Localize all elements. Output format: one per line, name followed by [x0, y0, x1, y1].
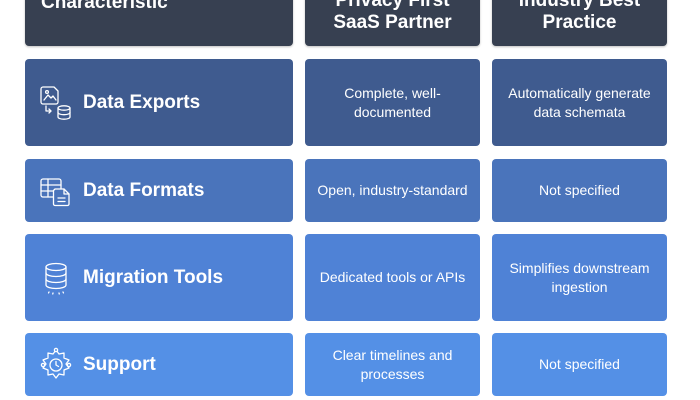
row-support-partner-text: Clear timelines and processes	[332, 347, 453, 382]
data-exports-icon	[37, 83, 75, 123]
header-practice-line1: Industry Best	[518, 0, 641, 11]
header-partner: Privacy First SaaS Partner	[305, 0, 480, 46]
row-migration-tools-partner: Dedicated tools or APIs	[305, 234, 480, 321]
row-data-formats-label: Data Formats	[83, 179, 205, 201]
migration-database-icon	[37, 258, 75, 298]
row-data-formats-practice-text: Not specified	[539, 182, 620, 199]
header-partner-line1: Privacy First	[335, 0, 450, 11]
header-partner-line2: SaaS Partner	[333, 12, 452, 33]
row-support-practice: Not specified	[492, 333, 667, 396]
row-migration-tools-label: Migration Tools	[83, 266, 224, 288]
header-practice-line2: Practice	[542, 12, 617, 33]
row-data-formats-practice: Not specified	[492, 159, 667, 222]
row-data-formats-partner: Open, industry-standard	[305, 159, 480, 222]
row-migration-tools-partner-text: Dedicated tools or APIs	[319, 269, 466, 286]
row-data-formats-partner-text: Open, industry-standard	[317, 182, 468, 199]
row-support-practice-text: Not specified	[539, 356, 620, 373]
row-migration-tools-practice-text: Simplifies downstream ingestion	[509, 260, 650, 295]
data-formats-icon	[37, 171, 75, 211]
row-migration-tools-practice: Simplifies downstream ingestion	[492, 234, 667, 321]
header-practice: Industry Best Practice	[492, 0, 667, 46]
row-data-formats-label-cell: Data Formats	[25, 159, 293, 222]
row-support-partner: Clear timelines and processes	[305, 333, 480, 396]
header-characteristic-label: Characteristic	[41, 0, 168, 13]
row-data-exports-label: Data Exports	[83, 91, 201, 113]
row-data-exports-practice-text: Automatically generate data schemata	[508, 85, 651, 120]
header-characteristic: Characteristic	[25, 0, 293, 46]
support-gear-icon	[37, 345, 75, 385]
row-migration-tools-label-cell: Migration Tools	[25, 234, 293, 321]
row-data-exports-partner-text: Complete, well-documented	[344, 85, 441, 120]
row-data-exports-label-cell: Data Exports	[25, 59, 293, 146]
row-data-exports-partner: Complete, well-documented	[305, 59, 480, 146]
row-data-exports-practice: Automatically generate data schemata	[492, 59, 667, 146]
row-support-label: Support	[83, 353, 156, 375]
row-support-label-cell: Support	[25, 333, 293, 396]
